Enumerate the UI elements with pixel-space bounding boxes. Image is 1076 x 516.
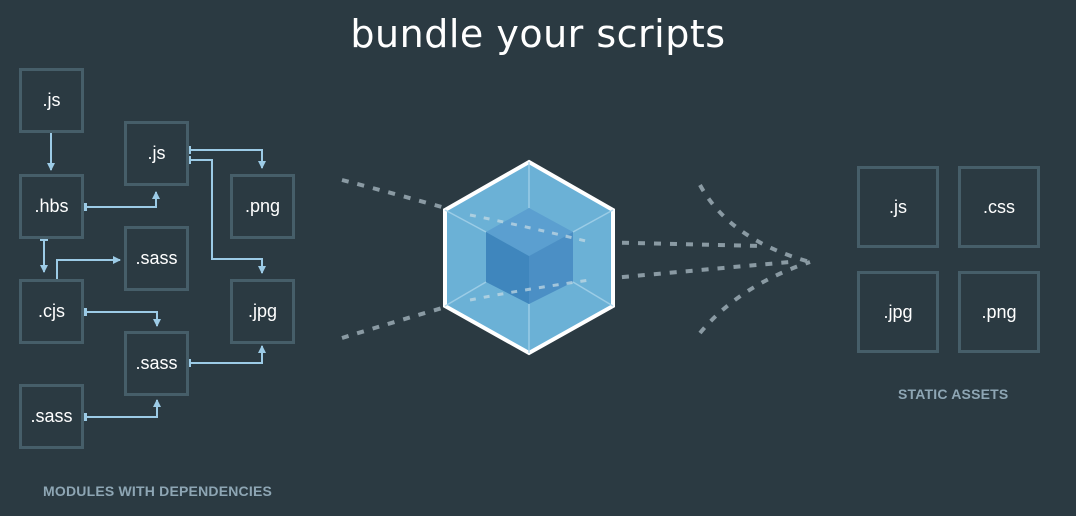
- module-js-2: .js: [124, 121, 189, 186]
- module-hbs: .hbs: [19, 174, 84, 239]
- flow-out-arc-top: [698, 184, 811, 264]
- module-sass-2: .sass: [124, 331, 189, 396]
- module-cjs: .cjs: [19, 279, 84, 344]
- module-sass-3: .sass: [19, 384, 84, 449]
- webpack-cube-icon: [443, 159, 615, 356]
- asset-jpg: .jpg: [857, 271, 939, 353]
- arrow-tails: [40, 146, 191, 421]
- arrow-sass-to-jpg: [190, 345, 266, 364]
- assets-caption: STATIC ASSETS: [898, 386, 1009, 402]
- module-js-1: .js: [19, 68, 84, 133]
- page-title: bundle your scripts: [350, 12, 726, 56]
- asset-png: .png: [958, 271, 1040, 353]
- asset-css: .css: [958, 166, 1040, 248]
- arrow-js-to-jpg: [190, 159, 266, 274]
- module-png: .png: [230, 174, 295, 239]
- module-jpg: .jpg: [230, 279, 295, 344]
- flow-out-mid-bottom: [589, 260, 791, 282]
- asset-js: .js: [857, 166, 939, 248]
- arrow-js-to-png: [190, 149, 266, 169]
- flow-out-mid-top: [589, 240, 761, 248]
- module-sass-1: .sass: [124, 226, 189, 291]
- dependency-arrows: [40, 132, 266, 418]
- arrow-cjs-to-sass: [56, 256, 121, 282]
- arrow-hbs-to-js: [86, 191, 160, 208]
- arrow-cjs-to-sass-mid: [86, 311, 161, 327]
- arrow-sass-to-sass: [86, 399, 161, 418]
- modules-caption: MODULES WITH DEPENDENCIES: [43, 483, 273, 499]
- flow-out-arc-bottom: [698, 260, 811, 335]
